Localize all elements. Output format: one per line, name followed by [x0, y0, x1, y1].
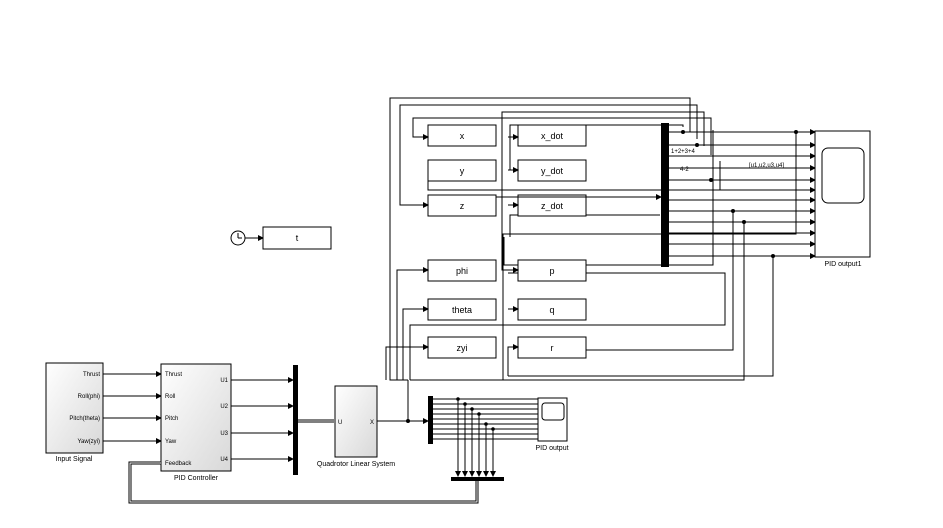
- port-roll: Roll(phi): [78, 394, 100, 400]
- goto-q-label: q: [549, 305, 554, 315]
- port-thrust: Thrust: [83, 372, 100, 378]
- input-signal-label: Input Signal: [56, 456, 93, 463]
- clock-block[interactable]: [230, 230, 264, 246]
- input-signal-block[interactable]: Thrust Roll(phi) Pitch(theta) Yaw(zyi) I…: [45, 362, 104, 463]
- scope1-label: PID output1: [825, 261, 862, 268]
- mux-bus-left[interactable]: [293, 365, 298, 475]
- goto-z-dot-label: z_dot: [541, 201, 564, 211]
- pid-in-pitch: Pitch: [165, 416, 178, 422]
- quadrotor-in-u: U: [338, 420, 342, 426]
- pid-out-u3: U3: [220, 431, 228, 437]
- pid-out-u1: U1: [220, 378, 228, 384]
- port-pitch: Pitch(theta): [69, 416, 100, 422]
- drop-junctions: [456, 397, 495, 431]
- t-label: t: [296, 233, 299, 243]
- pid-out-u4: U4: [220, 457, 228, 463]
- quadrotor-out-x: X: [370, 420, 374, 426]
- goto-x-dot-label: x_dot: [541, 131, 564, 141]
- goto-left-group: x y z phi theta zyi: [427, 124, 497, 359]
- goto-right-group: x_dot y_dot z_dot p q r: [517, 124, 587, 359]
- junction-dots: [406, 130, 798, 423]
- input-to-pid-lines: [103, 371, 162, 444]
- pid-in-roll: Roll: [165, 394, 175, 400]
- feedback-wiring: [389, 97, 726, 381]
- goto-phi-label: phi: [456, 266, 468, 276]
- port-yaw: Yaw(zyi): [77, 439, 100, 445]
- to-workspace-t[interactable]: [262, 226, 332, 250]
- sum2-label: 4-2: [680, 167, 689, 173]
- pid-out-u2: U2: [220, 404, 228, 410]
- demux-bus[interactable]: [428, 396, 433, 444]
- demux-drop-lines: [455, 399, 496, 477]
- pid-in-thrust: Thrust: [165, 372, 182, 378]
- quadrotor-label: Quadrotor Linear System: [317, 461, 395, 468]
- scope-label: PID output: [535, 445, 568, 452]
- mux-label: [u1,u2,u3,u4]: [749, 163, 784, 169]
- goto-zyi-label: zyi: [457, 343, 468, 353]
- sum1-label: 1+2+3+4: [671, 149, 696, 155]
- quadrotor-block[interactable]: U X Quadrotor Linear System: [317, 385, 395, 468]
- goto-r-label: r: [551, 343, 554, 353]
- goto-x-label: x: [460, 131, 465, 141]
- goto-p-label: p: [549, 266, 554, 276]
- pid-to-mux-lines: [231, 377, 294, 462]
- pid-controller-block[interactable]: Thrust Roll Pitch Yaw Feedback U1 U2 U3 …: [160, 363, 232, 482]
- pid-in-yaw: Yaw: [165, 439, 177, 445]
- goto-input-lines: [385, 134, 519, 380]
- goto-y[interactable]: [427, 159, 497, 182]
- mux-bus-right[interactable]: [661, 123, 669, 267]
- goto-z-label: z: [460, 201, 465, 211]
- demux-output-lines: [433, 398, 538, 440]
- pid-in-feedback: Feedback: [165, 461, 192, 467]
- scope1-input-lines: [410, 129, 816, 381]
- scope-pid-output[interactable]: PID output: [535, 397, 569, 452]
- goto-y-dot-label: y_dot: [541, 166, 564, 176]
- goto-theta-label: theta: [452, 305, 472, 315]
- scope-pid-output1[interactable]: PID output1: [814, 130, 871, 268]
- bottom-mux-bus[interactable]: [451, 477, 504, 481]
- pid-controller-label: PID Controller: [174, 475, 219, 482]
- goto-y-label: y: [460, 166, 465, 176]
